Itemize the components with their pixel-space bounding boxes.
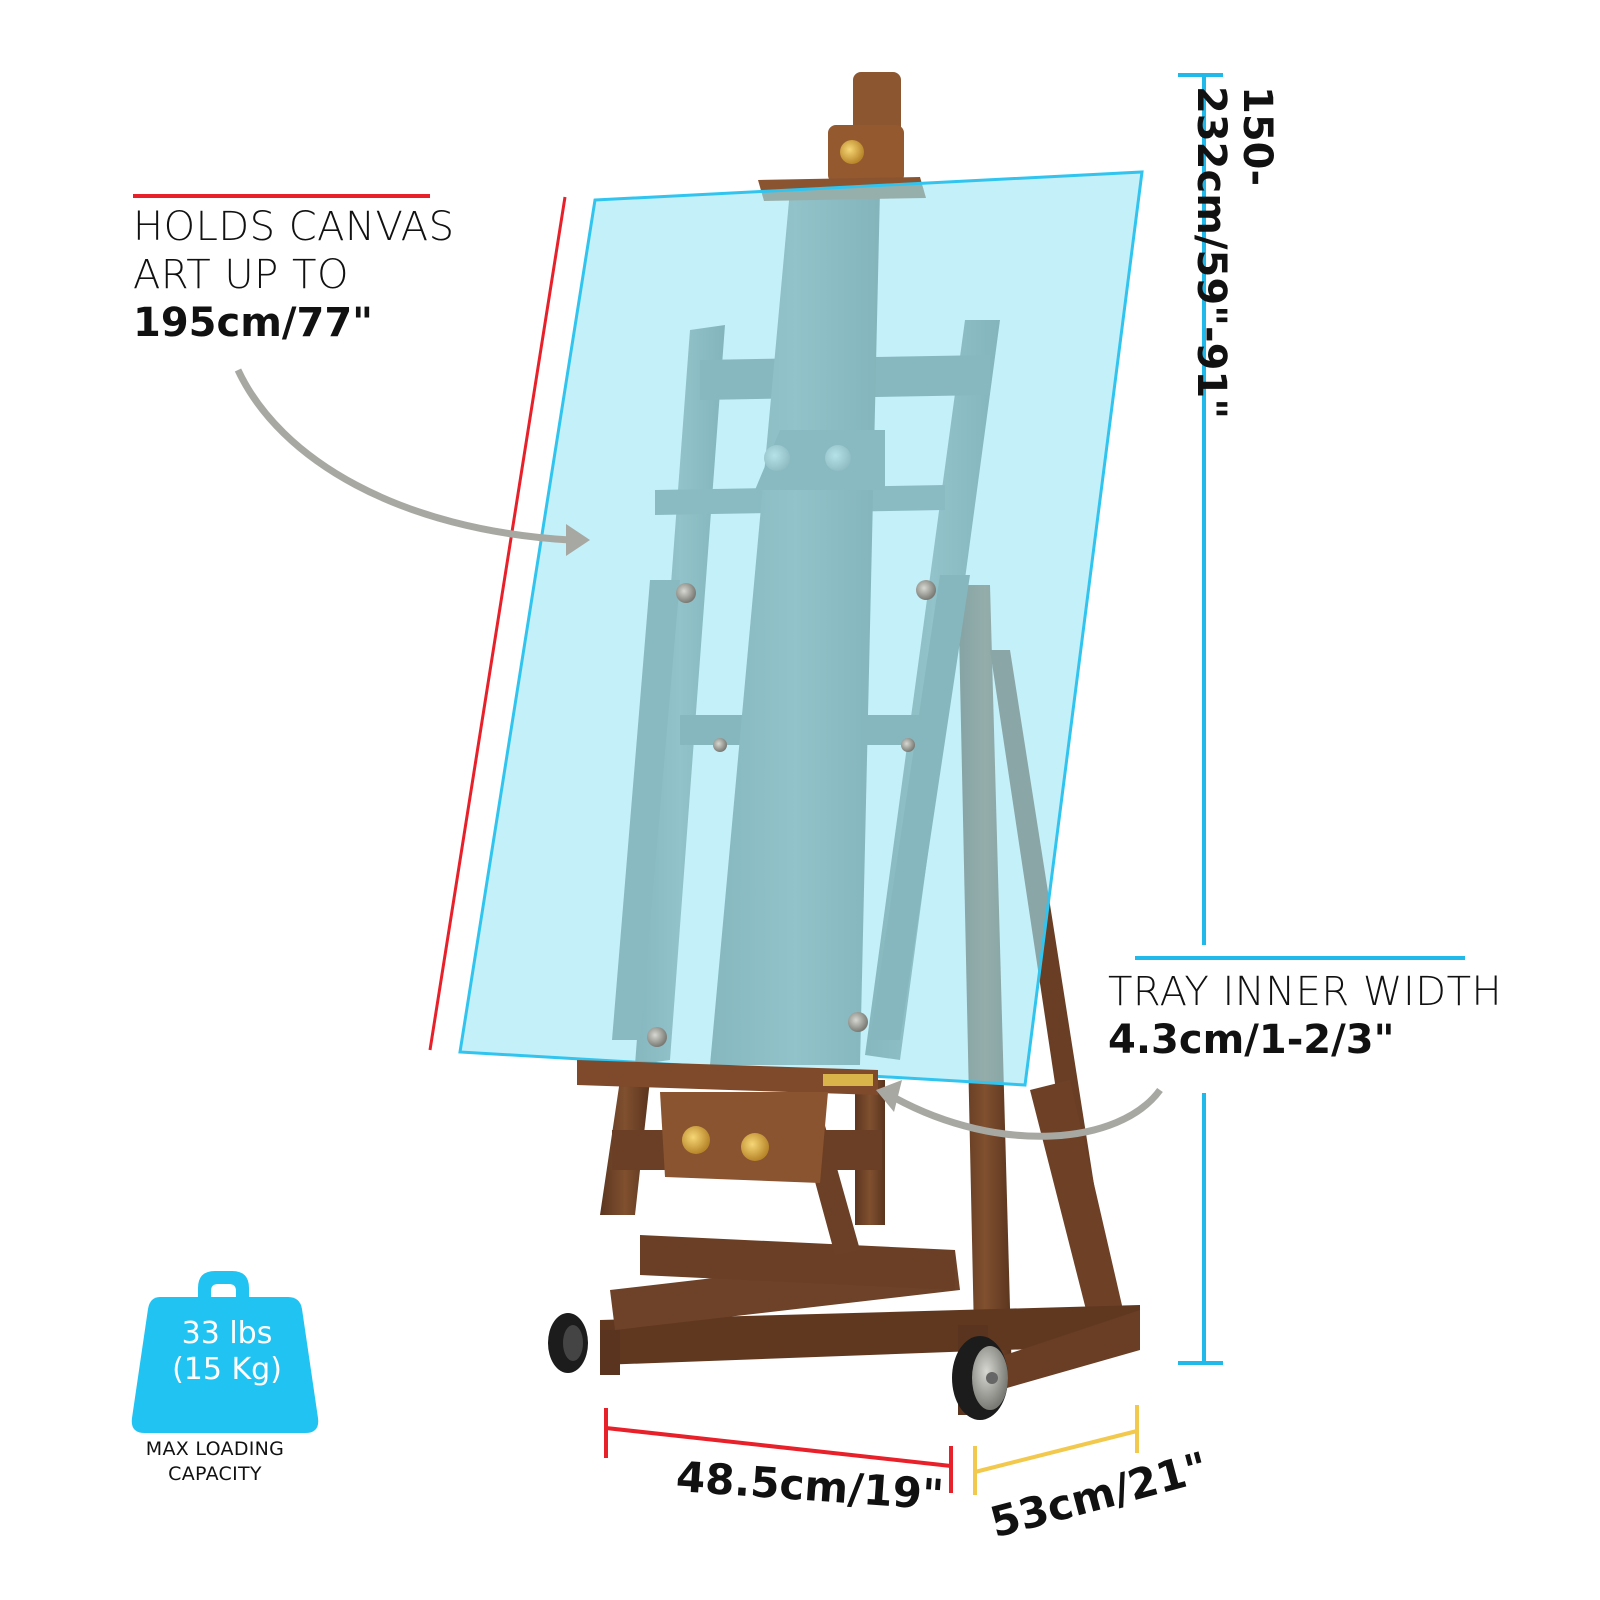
canvas-size-callout: HOLDS CANVAS ART UP TO 195cm/77" <box>133 203 455 347</box>
capacity-caption-line2: CAPACITY <box>168 1463 262 1485</box>
wheel-right <box>952 1336 1008 1420</box>
canvas-callout-line1: HOLDS CANVAS <box>133 204 455 250</box>
canvas-tray <box>577 1060 878 1183</box>
wheel-left <box>548 1313 588 1373</box>
tray-callout-value: 4.3cm/1-2/3" <box>1108 1017 1395 1063</box>
height-dimension <box>1135 73 1465 1365</box>
weight-kg: (15 Kg) <box>172 1352 282 1387</box>
weight-badge-text: 33 lbs (15 Kg) <box>147 1316 307 1388</box>
capacity-caption-line1: MAX LOADING <box>145 1438 285 1460</box>
kettlebell-weight-icon <box>131 1271 319 1433</box>
base-frame <box>600 1235 1140 1415</box>
adjustment-knobs <box>647 580 936 1047</box>
canvas-height-line <box>428 196 567 1051</box>
height-range-label: 150-232cm/59"-91" <box>1188 86 1280 419</box>
weight-lbs: 33 lbs <box>181 1316 273 1351</box>
tray-arrow <box>876 1080 1163 1140</box>
depth-dimension <box>973 1405 1139 1495</box>
height-range-value: 150-232cm/59"-91" <box>1188 86 1280 420</box>
width-dimension <box>604 1408 953 1493</box>
tray-width-callout: TRAY INNER WIDTH 4.3cm/1-2/3" <box>1108 968 1502 1064</box>
max-loading-capacity-caption: MAX LOADING CAPACITY <box>110 1437 320 1487</box>
canvas-arrow <box>234 368 590 556</box>
tray-callout-line1: TRAY INNER WIDTH <box>1108 969 1503 1015</box>
canvas-callout-value: 195cm/77" <box>133 300 373 346</box>
canvas-callout-line2: ART UP TO <box>133 252 349 298</box>
canvas-panel <box>458 170 1144 1087</box>
top-clamp <box>758 72 926 201</box>
